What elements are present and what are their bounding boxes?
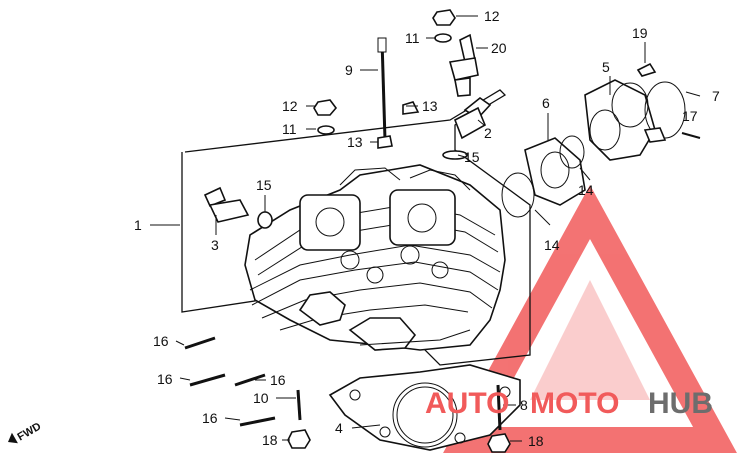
bolt-10 [296, 389, 302, 421]
leader-lines [150, 15, 701, 442]
callout-15-left: 15 [256, 177, 272, 193]
adjuster-3 [203, 186, 273, 229]
cylinder-head [244, 164, 506, 351]
o-ring-14-b [501, 172, 535, 218]
callout-13-left: 13 [347, 134, 363, 150]
clamp-7 [643, 81, 686, 143]
cap-13 [377, 101, 420, 149]
callout-11-top: 11 [405, 30, 420, 46]
callout-9: 9 [345, 62, 353, 78]
callout-6: 6 [542, 95, 550, 111]
screw-19 [636, 62, 657, 77]
stud-16-d [239, 416, 276, 427]
callout-1: 1 [134, 217, 142, 233]
callout-14-lower: 14 [544, 237, 560, 253]
head-gasket [328, 364, 521, 451]
callout-4: 4 [335, 420, 343, 436]
stud-16-c [234, 373, 266, 387]
watermark-text: AUTO MOTO HUB [425, 387, 713, 420]
stud-16-b [189, 373, 226, 387]
callout-16-d: 16 [202, 410, 218, 426]
callout-12-top: 12 [484, 8, 500, 24]
callout-20: 20 [491, 40, 507, 56]
watermark-logo [443, 184, 737, 453]
callout-16-a: 16 [153, 333, 169, 349]
cap-nut-12-top [432, 9, 456, 43]
screw-17 [681, 132, 701, 139]
callout-14-upper: 14 [578, 182, 594, 198]
nut-18-left [287, 429, 311, 449]
nut-18-right [487, 433, 511, 453]
callout-12-mid: 12 [282, 98, 298, 114]
callout-18-right: 18 [528, 433, 544, 449]
callout-7: 7 [712, 88, 720, 104]
adjuster-2 [442, 97, 492, 160]
watermark-hub: HUB [648, 387, 713, 420]
callout-3: 3 [211, 237, 219, 253]
callout-16-b: 16 [157, 371, 173, 387]
spark-plug-20 [448, 33, 479, 97]
callout-5: 5 [602, 59, 610, 75]
watermark-moto: MOTO [530, 387, 619, 420]
bolt-8 [496, 384, 502, 431]
watermark-auto: AUTO [425, 387, 509, 420]
insulator-gasket-6 [524, 137, 586, 206]
callout-11-mid: 11 [282, 121, 297, 137]
callout-18-left: 18 [262, 432, 278, 448]
callout-13-right: 13 [422, 98, 438, 114]
stud-9 [377, 37, 387, 141]
intake-insulator-5 [584, 79, 656, 161]
callout-labels: 12 11 20 9 12 13 11 13 2 15 15 1 3 6 5 1… [134, 8, 720, 449]
callout-10: 10 [253, 390, 269, 406]
cap-nut-12-mid [313, 99, 338, 135]
callout-15-right: 15 [464, 149, 480, 165]
o-ring-14-a [559, 135, 585, 169]
callout-17: 17 [682, 108, 698, 124]
fwd-label: FWD [16, 420, 44, 443]
fwd-indicator: FWD [8, 420, 44, 444]
callout-8: 8 [520, 397, 528, 413]
fwd-arrow-icon [8, 432, 18, 444]
stud-16-a [184, 336, 216, 350]
callout-2: 2 [484, 125, 492, 141]
callout-16-c: 16 [270, 372, 286, 388]
callout-19: 19 [632, 25, 648, 41]
